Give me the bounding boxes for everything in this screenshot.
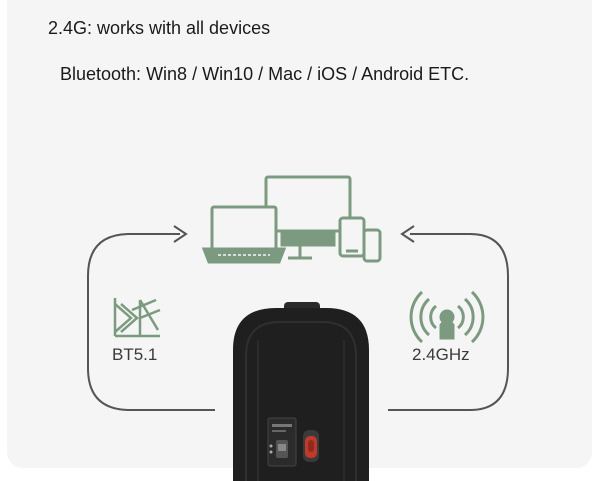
header-bluetooth-compatibility: Bluetooth: Win8 / Win10 / Mac / iOS / An… [60, 64, 470, 84]
header-24g-compatibility: 2.4G: works with all devices [48, 18, 271, 38]
bluetooth-antenna-icon [113, 298, 161, 338]
laptop-monitor-tablet-phone-icon [201, 175, 382, 264]
wireless-mouse-underside [233, 302, 369, 481]
right-arrowhead [400, 225, 415, 243]
wireless-signal-icon [409, 290, 485, 344]
bluetooth-label: BT5.1 [112, 345, 158, 364]
right-connection-arrow [388, 233, 509, 411]
left-arrowhead [173, 225, 188, 243]
wireless-label: 2.4GHz [412, 345, 470, 364]
left-connection-arrow [87, 233, 215, 411]
